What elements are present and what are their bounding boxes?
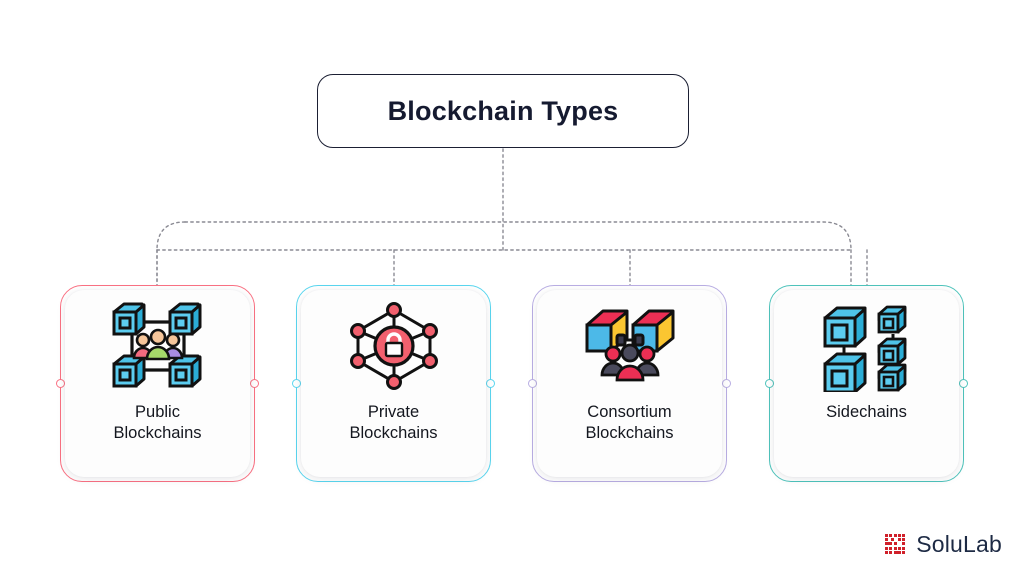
connector-elbow-right	[822, 221, 852, 251]
connector-dot-right	[250, 379, 259, 388]
public-blockchain-network-icon	[65, 290, 250, 402]
diagram-title-box: Blockchain Types	[317, 74, 689, 148]
connector-dot-left	[56, 379, 65, 388]
connector-dot-left	[528, 379, 537, 388]
connector-dot-right	[486, 379, 495, 388]
connector-dot-left	[292, 379, 301, 388]
brand-logo: SoluLab	[885, 531, 1002, 558]
node-card-public-blockchains[interactable]: Public Blockchains	[56, 285, 259, 482]
card-label-line1: Private	[367, 403, 420, 421]
node-card-sidechains[interactable]: Sidechains	[765, 285, 968, 482]
card-panel: Sidechains	[774, 290, 959, 477]
connector-dot-right	[959, 379, 968, 388]
card-panel: Private Blockchains	[301, 290, 486, 477]
card-label: Consortium Blockchains	[585, 402, 673, 445]
card-label-line1: Consortium	[587, 403, 672, 421]
connector-dot-right	[722, 379, 731, 388]
card-panel: Public Blockchains	[65, 290, 250, 477]
card-label-line2: Blockchains	[113, 424, 202, 443]
card-label-line1: Public	[135, 403, 180, 421]
card-label: Sidechains	[826, 402, 907, 423]
card-label-line1: Sidechains	[826, 403, 907, 421]
card-label-line2: Blockchains	[585, 424, 674, 443]
sidechains-blocks-icon	[774, 290, 959, 402]
node-card-consortium-blockchains[interactable]: Consortium Blockchains	[528, 285, 731, 482]
card-label-line2: Blockchains	[349, 424, 438, 443]
connector-dot-left	[765, 379, 774, 388]
solulab-mark-icon	[885, 533, 906, 554]
connector-elbow-left	[156, 221, 186, 251]
page-title: Blockchain Types	[387, 95, 619, 126]
card-label: Private Blockchains	[349, 402, 437, 445]
card-label: Public Blockchains	[113, 402, 201, 445]
card-panel: Consortium Blockchains	[537, 290, 722, 477]
consortium-blockchain-group-icon	[537, 290, 722, 402]
private-blockchain-lock-icon	[301, 290, 486, 402]
node-card-private-blockchains[interactable]: Private Blockchains	[292, 285, 495, 482]
brand-name: SoluLab	[916, 531, 1002, 557]
